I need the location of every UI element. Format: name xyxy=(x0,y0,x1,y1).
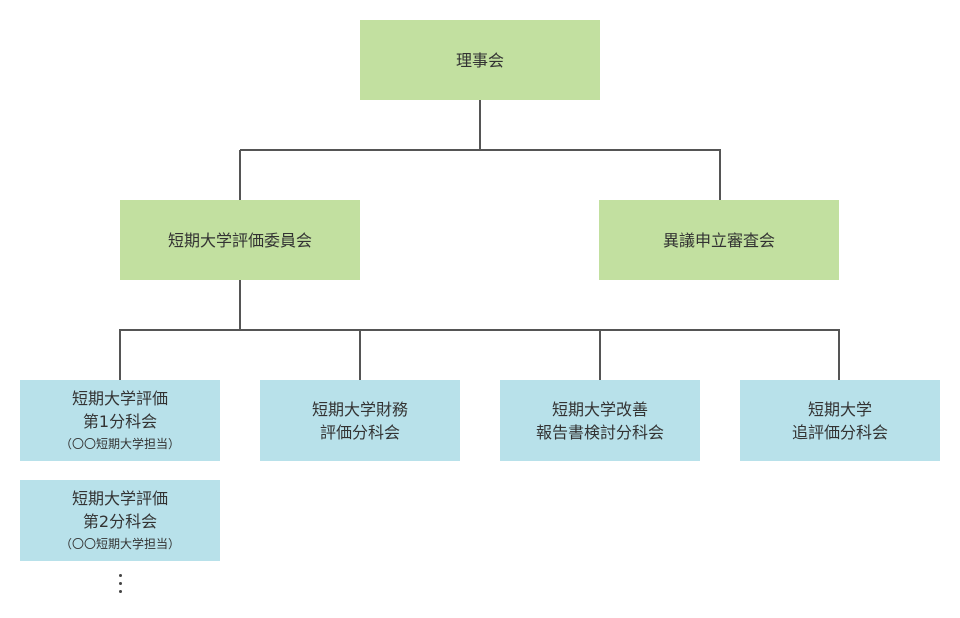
board-of-directors-label: 理事会 xyxy=(455,50,504,70)
evaluation-committee-box: 短期大学評価委員会 xyxy=(120,200,360,280)
re-evaluation-subcommittee-line-2: 追評価分科会 xyxy=(791,422,888,442)
subcommittee-1-note: （〇〇短期大学担当） xyxy=(59,437,180,451)
evaluation-committee-label: 短期大学評価委員会 xyxy=(167,230,312,250)
continuation-ellipsis-icon xyxy=(115,574,125,593)
subcommittee-2-line-1: 短期大学評価 xyxy=(71,489,168,508)
appeal-review-board-box: 異議申立審査会 xyxy=(599,200,839,280)
appeal-review-board-label: 異議申立審査会 xyxy=(662,230,775,250)
re-evaluation-subcommittee-box: 短期大学 追評価分科会 xyxy=(740,380,940,461)
evaluation-subcommittee-1-box: 短期大学評価 第1分科会 （〇〇短期大学担当） xyxy=(20,380,220,461)
re-evaluation-subcommittee-line-1: 短期大学 xyxy=(807,399,872,419)
improvement-subcommittee-line-1: 短期大学改善 xyxy=(551,399,648,419)
subcommittee-1-line-2: 第1分科会 xyxy=(82,412,158,431)
improvement-subcommittee-line-2: 報告書検討分科会 xyxy=(535,422,664,442)
subcommittee-2-note: （〇〇短期大学担当） xyxy=(59,537,180,551)
finance-subcommittee-box: 短期大学財務 評価分科会 xyxy=(260,380,460,461)
board-of-directors-box: 理事会 xyxy=(360,20,600,100)
subcommittee-2-line-2: 第2分科会 xyxy=(82,512,158,531)
improvement-report-subcommittee-box: 短期大学改善 報告書検討分科会 xyxy=(500,380,700,461)
evaluation-subcommittee-2-box: 短期大学評価 第2分科会 （〇〇短期大学担当） xyxy=(20,480,220,561)
subcommittee-1-line-1: 短期大学評価 xyxy=(71,389,168,408)
finance-subcommittee-line-2: 評価分科会 xyxy=(319,422,400,442)
finance-subcommittee-line-1: 短期大学財務 xyxy=(311,399,408,419)
